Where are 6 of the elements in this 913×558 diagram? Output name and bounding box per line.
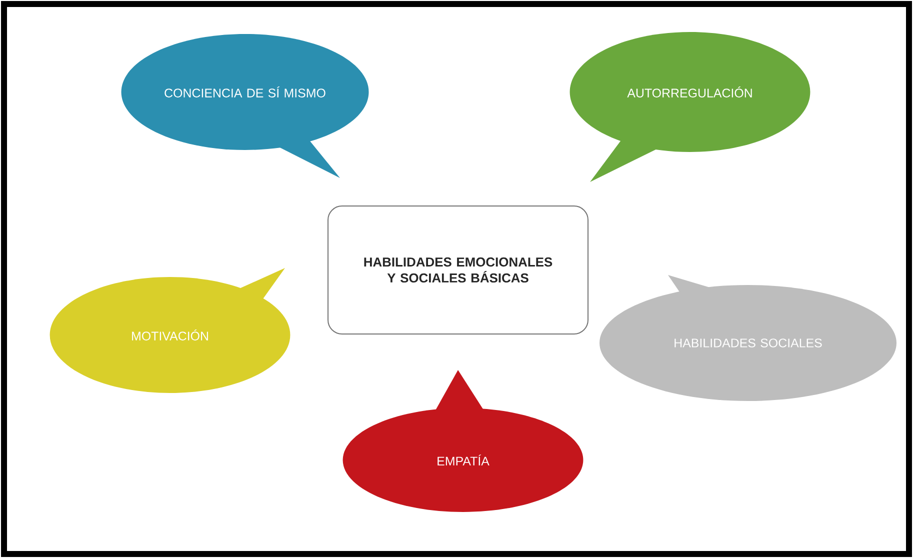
speech-bubble: CONCIENCIA DE SÍ MISMO (121, 34, 369, 178)
text-box: HABILIDADES EMOCIONALES Y SOCIALES BÁSICAS (328, 206, 588, 334)
speech-bubble: EMPATÍA (342, 370, 584, 512)
speech-bubble: AUTORREGULACIÓN (570, 32, 810, 182)
speech-bubble: HABILIDADES SOCIALES (600, 275, 896, 401)
speech-bubble: MOTIVACIÓN (50, 268, 290, 393)
